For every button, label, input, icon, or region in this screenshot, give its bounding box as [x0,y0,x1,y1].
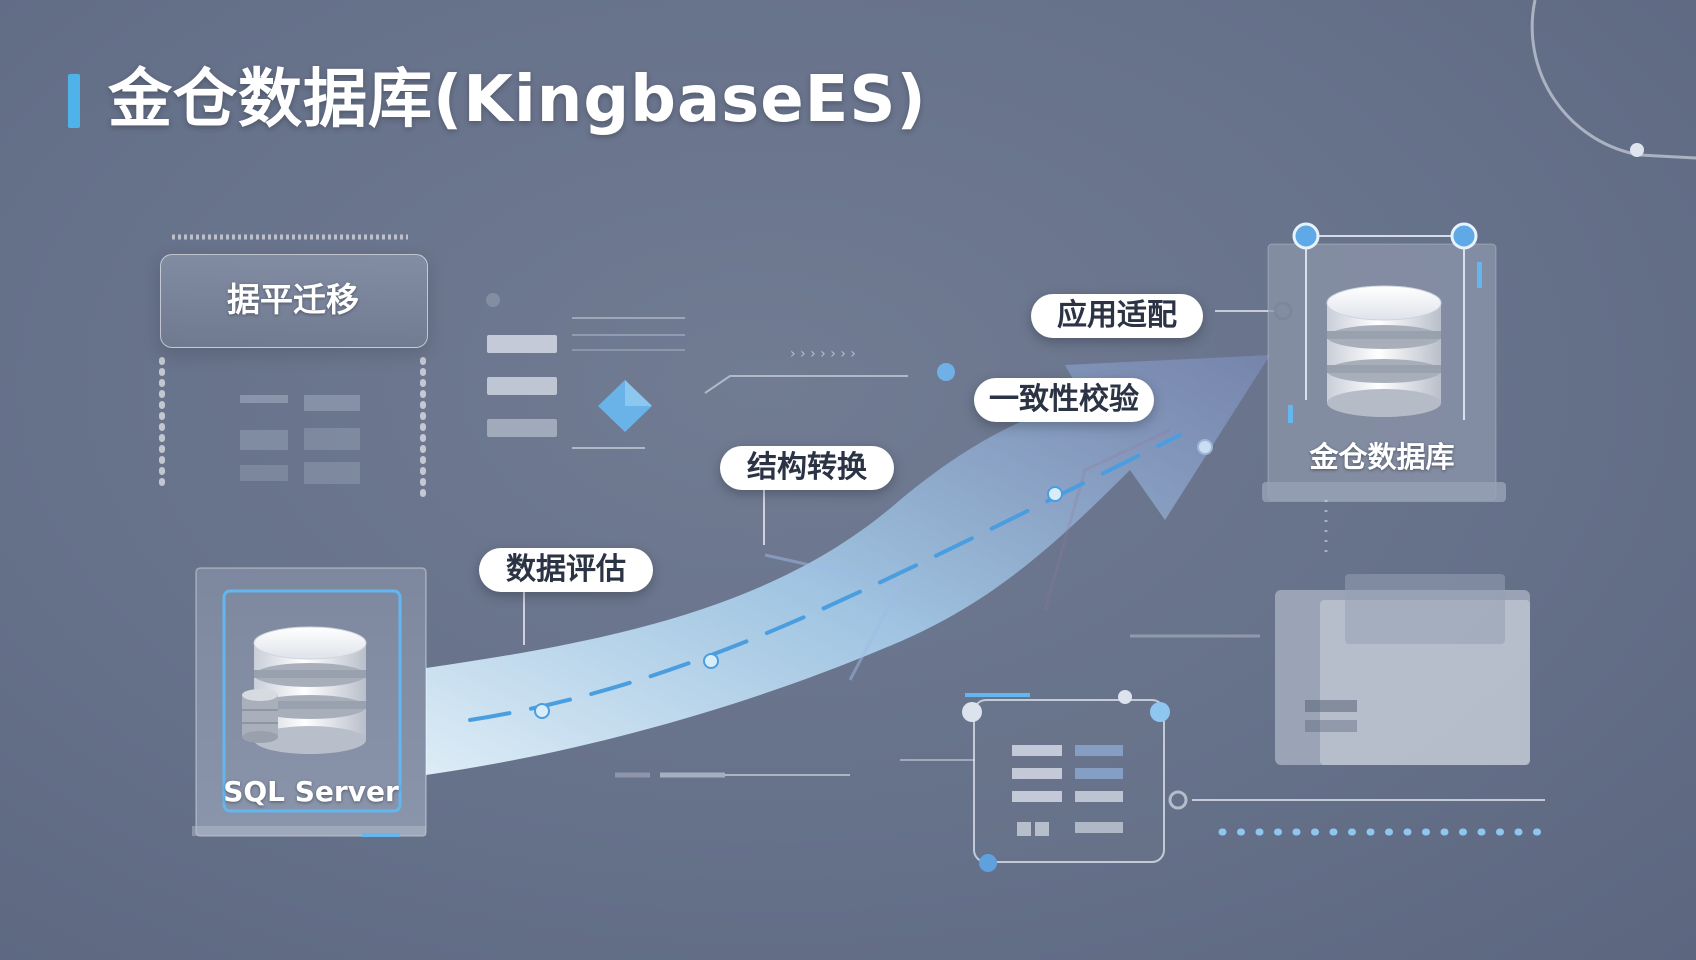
table-cell [1012,768,1062,779]
source-db-label: SQL Server [223,775,399,808]
leader-line [704,375,908,394]
small-dot [1168,790,1188,810]
step-pill-conversion: 结构转换 [720,446,894,490]
migration-card-label: 据平迁移 [227,280,359,319]
corner-arc-dot [1630,143,1644,157]
chevron-row: › › › › › › › [790,346,856,362]
target-accent [1477,262,1482,288]
flow-chevron [764,553,903,681]
table-panel-dot [979,854,997,872]
table-panel [973,699,1165,863]
table-cell [1012,745,1062,756]
table-cell [1012,791,1062,802]
faint-block [240,430,288,450]
table-cell [1035,822,1049,836]
flow-node [1197,439,1213,455]
target-node-icon [1450,222,1478,250]
flow-arrow [426,355,1270,775]
target-card-base [1262,482,1506,502]
table-cell [1075,822,1123,833]
corner-arc [1530,0,1696,160]
bar-block [487,335,557,353]
bar-block [487,419,557,437]
database-icon [242,626,367,754]
flow-node [1047,486,1063,502]
database-icon [1326,285,1442,417]
migration-card [160,254,428,348]
table-cell [1075,791,1123,802]
ghost-bar [1305,720,1357,732]
flow-chevron [1043,428,1171,611]
page-title: 金仓数据库(KingbaseES) [108,63,927,137]
table-panel-dot [1150,702,1170,722]
ghost-panel [1345,574,1505,644]
table-cell [1075,745,1123,756]
faint-block [304,428,360,450]
table-panel-dot [962,702,982,722]
faint-block [240,395,288,403]
table-cell [1017,822,1031,836]
blue-dot [937,363,955,381]
source-card-base [192,826,426,836]
target-db-label: 金仓数据库 [1309,440,1455,474]
table-panel-dot [1118,690,1132,704]
step-pill-adaptation: 应用适配 [1031,294,1203,338]
title-accent-bar [68,74,80,128]
flow-node [534,703,550,719]
step-pill-verification: 一致性校验 [974,378,1154,422]
step-pill-assessment: 数据评估 [479,548,653,592]
faint-block [240,465,288,481]
flow-node [703,653,719,669]
target-node-icon [1292,222,1320,250]
diamond-icon [598,380,652,432]
ghost-bar [1305,700,1357,712]
bar-block [487,377,557,395]
source-card-frame [222,589,402,813]
faint-block [304,395,360,411]
small-dot [486,293,500,307]
target-accent [1288,405,1293,423]
faint-block [304,462,360,484]
table-cell [1075,768,1123,779]
